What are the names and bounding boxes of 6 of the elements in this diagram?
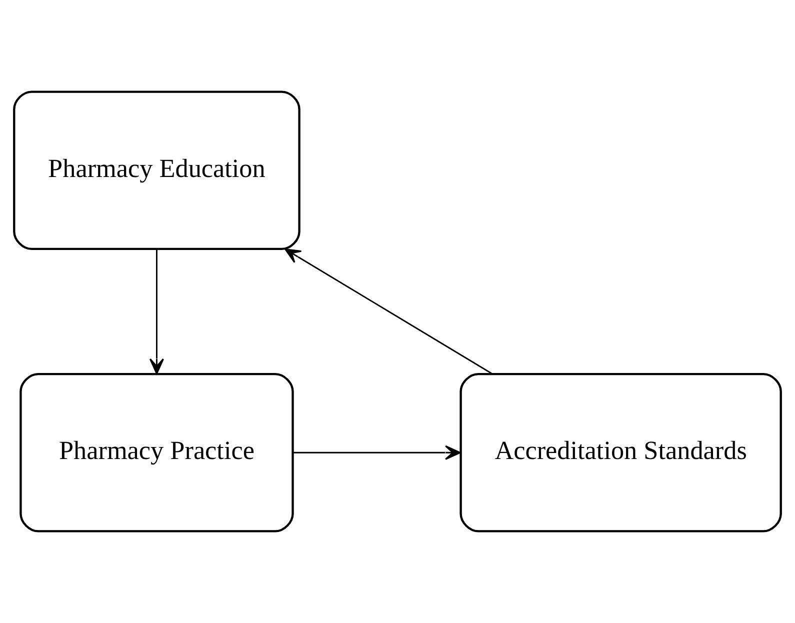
node-box: Accreditation Standards [460, 372, 782, 532]
arrow [293, 445, 461, 460]
node-box: Pharmacy Education [13, 90, 300, 250]
arrow [284, 248, 493, 374]
node-box: Pharmacy Practice [20, 372, 294, 532]
arrow [149, 249, 164, 374]
